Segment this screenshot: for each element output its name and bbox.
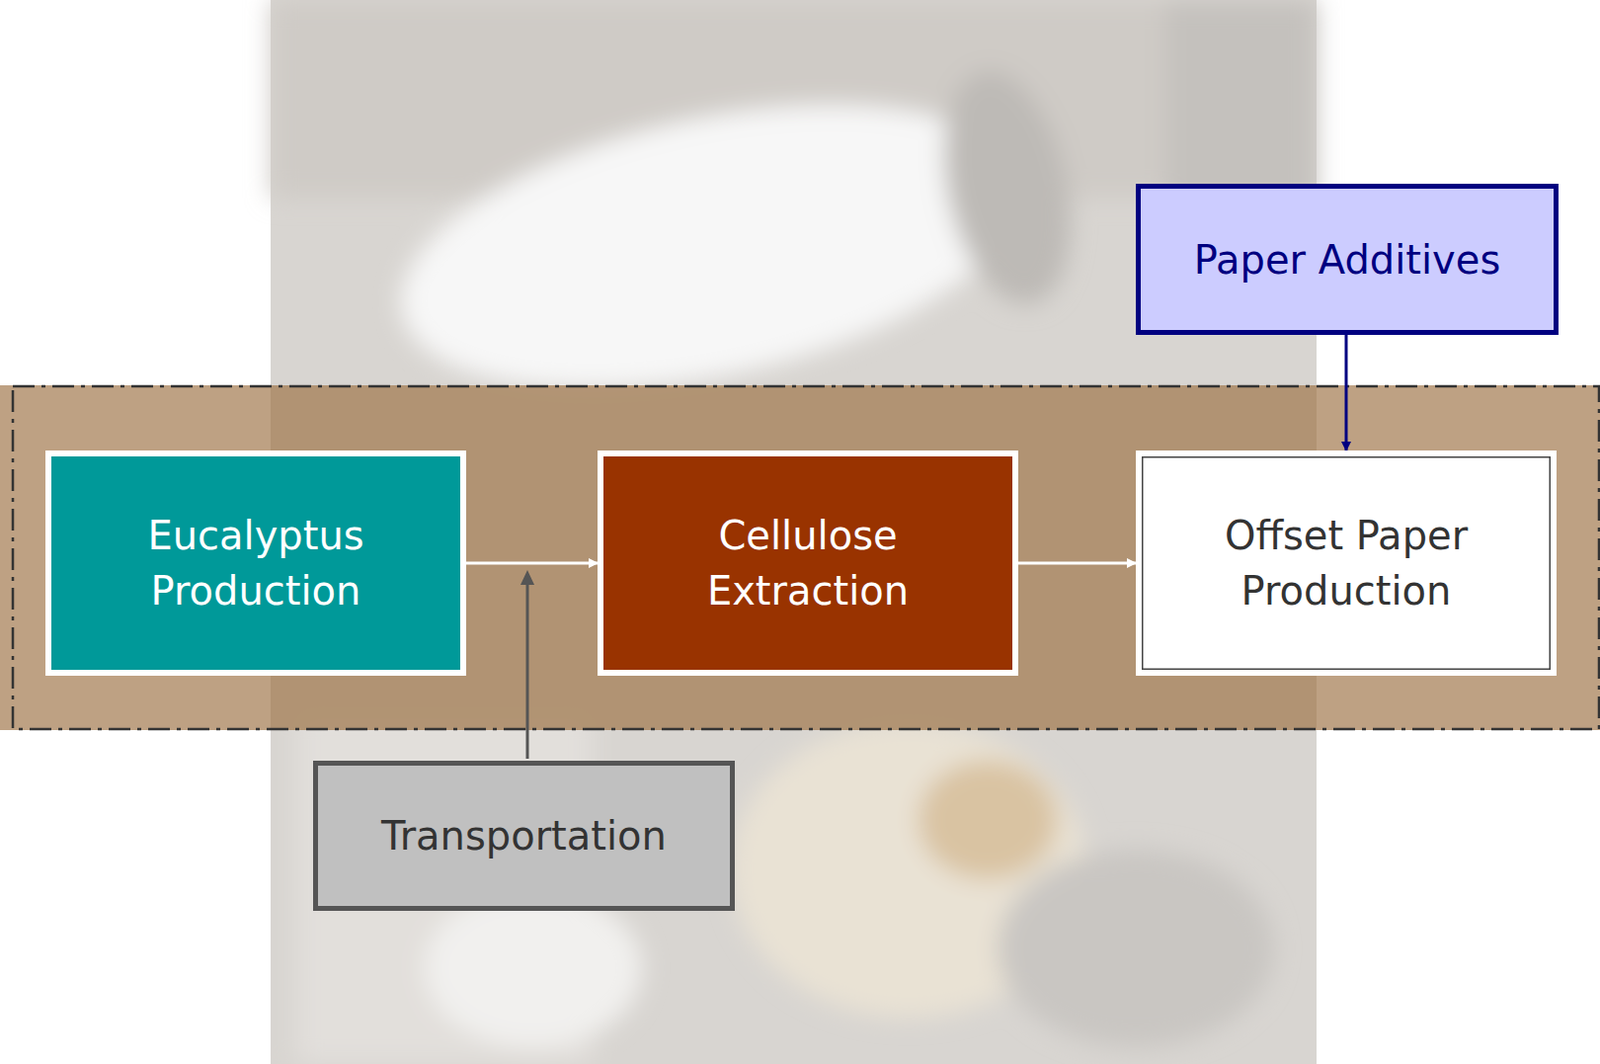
flow-arrow bbox=[1018, 561, 1136, 565]
flow-arrow bbox=[466, 561, 598, 565]
input-box: Paper Additives bbox=[1135, 183, 1559, 335]
node-label: Paper Additives bbox=[1194, 232, 1501, 288]
process-box: Cellulose Extraction bbox=[597, 450, 1019, 676]
process-box: Offset Paper Production bbox=[1135, 450, 1557, 676]
input-box: Transportation bbox=[313, 760, 735, 911]
transport-pointer bbox=[520, 569, 535, 759]
node-label: Eucalyptus Production bbox=[90, 507, 421, 619]
node-label: Transportation bbox=[381, 807, 667, 864]
process-band bbox=[0, 385, 1600, 730]
node-label: Offset Paper Production bbox=[1181, 507, 1512, 619]
node-label: Cellulose Extraction bbox=[642, 507, 973, 619]
flow-arrow bbox=[1345, 334, 1349, 451]
process-box: Eucalyptus Production bbox=[45, 450, 467, 676]
